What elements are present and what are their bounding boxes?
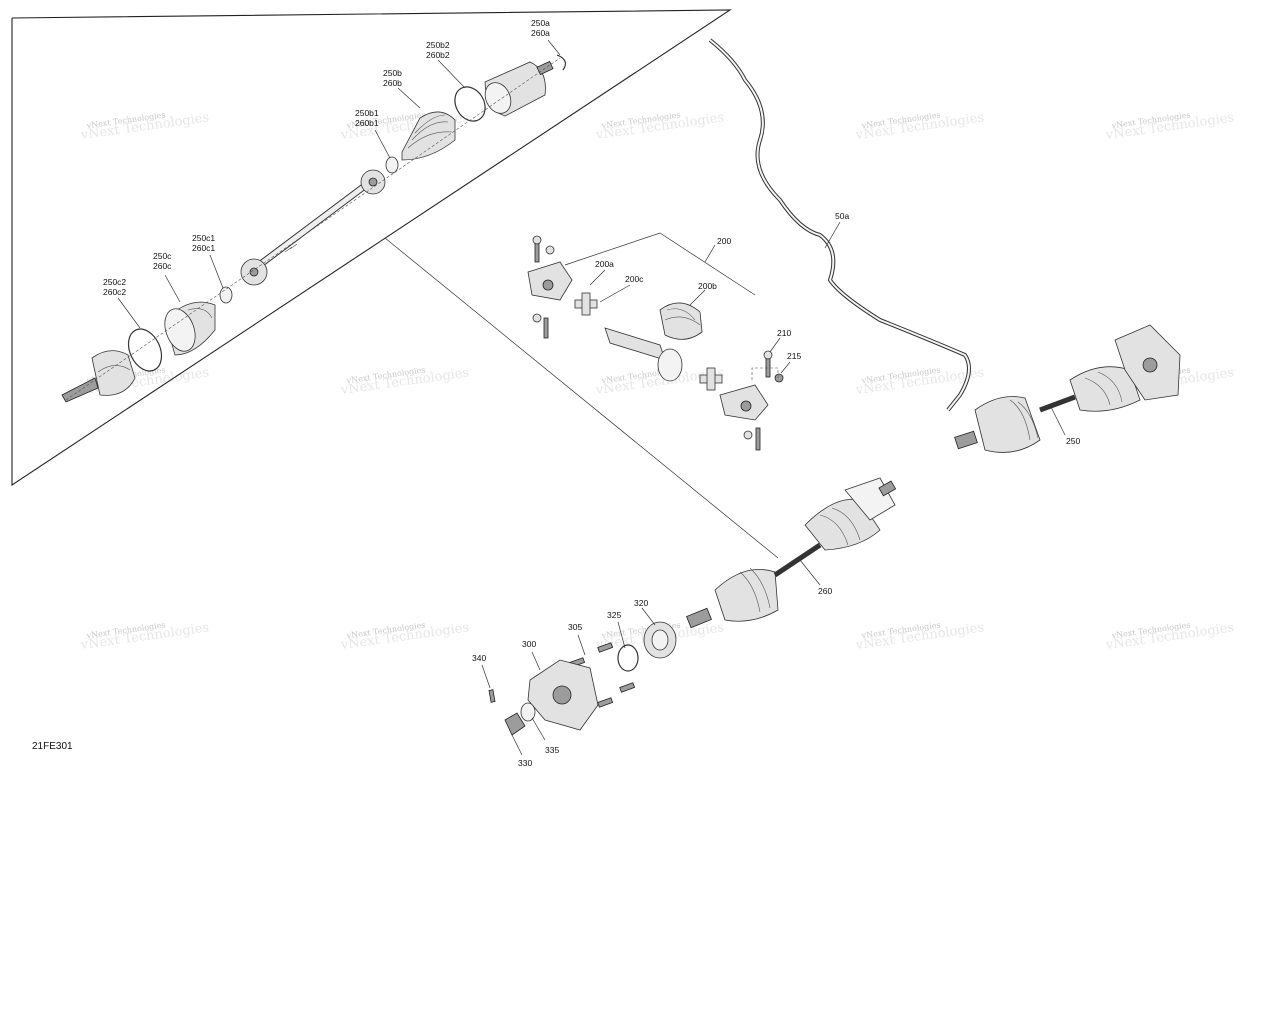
snap-ring <box>556 54 567 71</box>
label-335: 335 <box>545 745 559 755</box>
detail-leader-line <box>384 237 779 559</box>
label-200c: 200c <box>625 274 644 284</box>
universal-cross <box>574 292 598 316</box>
outer-cv-housing-upper <box>484 60 554 117</box>
hub-nut <box>504 712 526 736</box>
label-210: 210 <box>777 328 791 338</box>
label-215: 215 <box>787 351 801 361</box>
diagram-reference-code: 21FE301 <box>32 741 73 752</box>
label-200a: 200a <box>595 259 614 269</box>
label-320: 320 <box>634 598 648 608</box>
retaining-clip-upper <box>385 156 399 174</box>
label-250: 250 <box>1066 436 1080 446</box>
universal-cross-lower <box>699 367 723 391</box>
label-260: 260 <box>818 586 832 596</box>
retaining-clip-lower <box>219 286 233 304</box>
label-325: 325 <box>607 610 621 620</box>
detail-frame <box>11 9 732 487</box>
label-200: 200 <box>717 236 731 246</box>
label-330: 330 <box>518 758 532 768</box>
upper-boot <box>401 111 456 161</box>
leader-lines <box>117 39 1066 756</box>
coupler-boot <box>659 302 703 340</box>
label-300: 300 <box>522 639 536 649</box>
nut <box>545 245 555 255</box>
label-305: 305 <box>568 622 582 632</box>
label-200b: 200b <box>698 281 717 291</box>
washer <box>520 702 536 722</box>
lower-boot <box>164 301 216 356</box>
cotter-pin <box>488 689 496 703</box>
wheel-hub-assembly <box>488 621 677 736</box>
front-axle-assembled-250 <box>954 324 1181 453</box>
snap-ring-hub <box>617 644 639 672</box>
boot-clamp-upper <box>454 86 486 122</box>
watermark-layer: vNext Technologies vNext Technologies vN… <box>79 110 1235 653</box>
boot-clamp-lower <box>127 328 163 372</box>
propeller-shaft-assembly <box>527 232 784 451</box>
label-50a: 50a <box>835 211 849 221</box>
vent-hose <box>708 38 971 412</box>
exploded-axle-assembly <box>61 54 567 403</box>
front-axle-assembled-260 <box>686 477 897 629</box>
label-340: 340 <box>472 653 486 663</box>
coupler-shaft <box>604 327 666 361</box>
